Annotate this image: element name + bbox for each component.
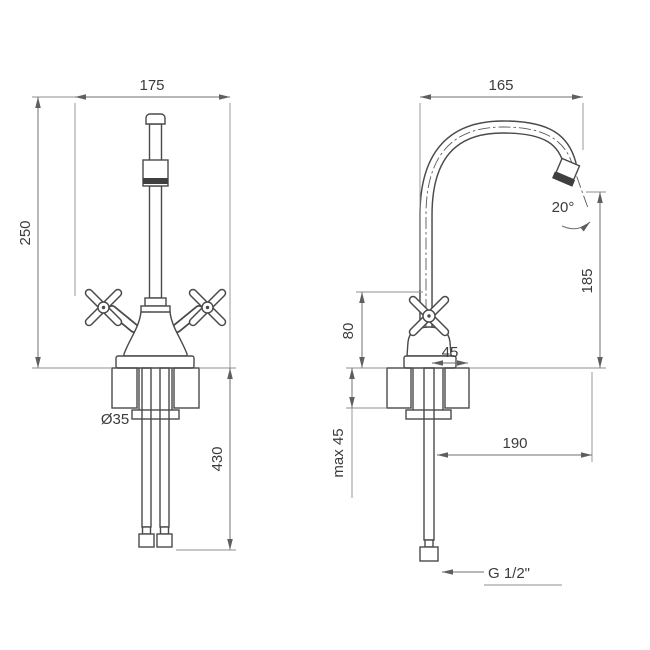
front-view: 175 250 430 Ø35: [17, 77, 236, 551]
spout-centerline: [425, 126, 589, 352]
faucet-side: [403, 120, 589, 369]
handle-right: [188, 288, 227, 327]
mounting-shank-side: [405, 368, 452, 420]
dim-base-depth: 45: [432, 344, 468, 366]
hoses-front: [138, 367, 173, 548]
hose-side: [419, 367, 439, 562]
dim-front-height-label: 250: [17, 220, 34, 245]
side-view: 165 20° 185 80 45: [330, 77, 606, 586]
handle-stems-front: [107, 305, 204, 333]
countertop-front: [111, 367, 200, 409]
dim-side-top-width: 165: [419, 77, 584, 290]
mounting-shank-front: [131, 368, 180, 420]
body-dome-front: [123, 311, 188, 357]
handle-side: [408, 295, 450, 337]
thread-size-label: G 1/2": [488, 565, 530, 582]
dim-bottom-reach: 190: [437, 372, 593, 462]
aerator-side: [552, 157, 581, 187]
gooseneck-spout: [419, 120, 577, 352]
faucet-front: [84, 113, 227, 369]
dim-side-top-width-label: 165: [488, 77, 513, 94]
dim-max-deck-thickness-label: max 45: [330, 428, 347, 477]
aerator-band: [143, 178, 168, 184]
dim-base-depth-label: 45: [442, 344, 459, 361]
spout-top-cap: [145, 113, 166, 125]
dim-spout-angle-label: 20°: [552, 199, 575, 216]
dim-spout-height-label: 185: [579, 268, 596, 293]
thread-size-callout: G 1/2": [442, 565, 562, 586]
shank-diameter-label: Ø35: [101, 411, 129, 428]
dim-handle-height-label: 80: [340, 323, 357, 340]
dim-spout-height: 185: [470, 191, 606, 369]
dim-bottom-reach-label: 190: [502, 435, 527, 452]
dim-front-width: 175: [32, 77, 231, 368]
spout-riser-lower: [148, 185, 163, 299]
base-plate-front: [115, 355, 195, 369]
dim-hose-length: 430: [176, 367, 236, 551]
dim-max-deck-thickness: max 45: [330, 367, 387, 498]
dim-handle-height: 80: [340, 291, 423, 368]
handle-left: [84, 288, 123, 327]
dim-hose-length-label: 430: [209, 446, 226, 471]
dim-spout-angle: 20°: [552, 199, 591, 232]
dim-front-height: 250: [17, 97, 112, 369]
dim-front-width-label: 175: [139, 77, 164, 94]
countertop-side: [386, 367, 470, 409]
body-collar-upper: [144, 297, 167, 307]
